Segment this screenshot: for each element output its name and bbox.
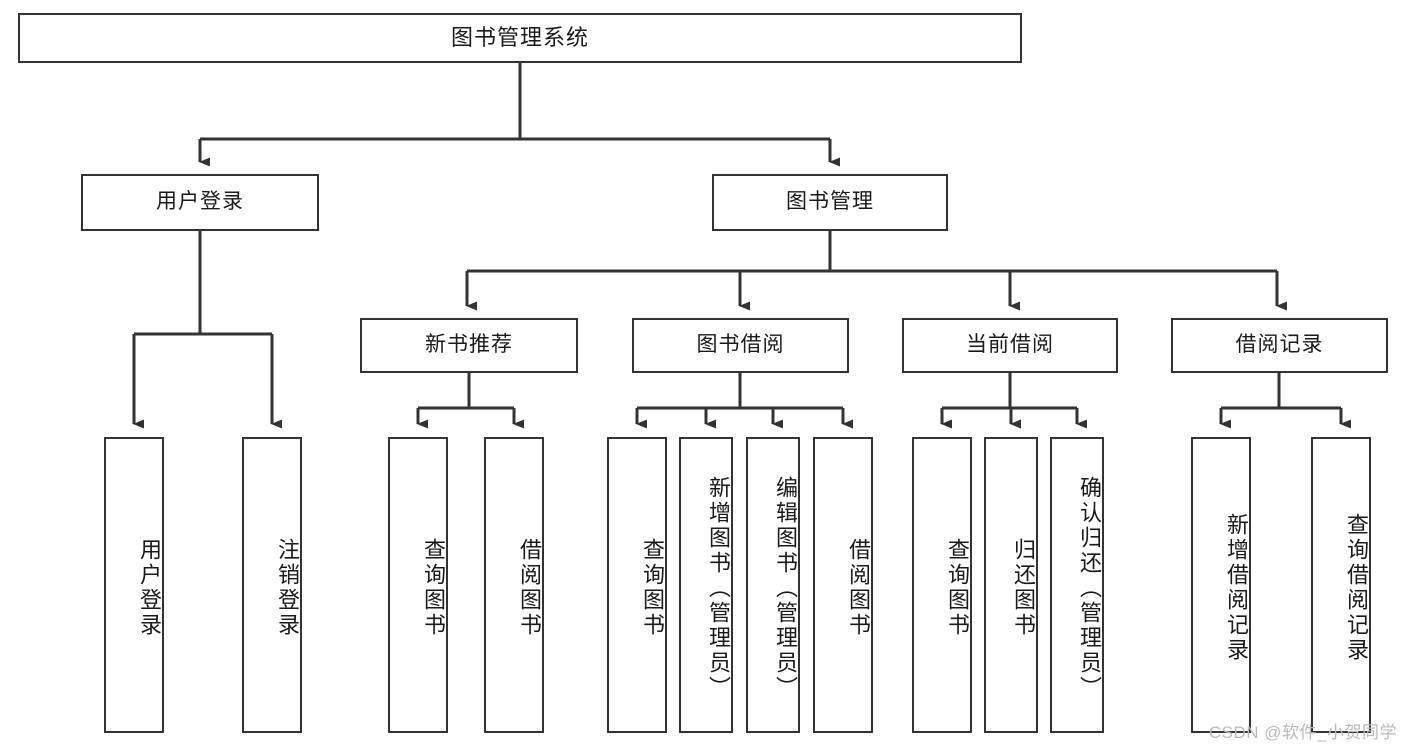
leaf-recommend-borrow-book[interactable]: 借阅图书 bbox=[484, 437, 544, 733]
node-borrow-record[interactable]: 借阅记录 bbox=[1171, 318, 1388, 373]
node-book-borrow[interactable]: 图书借阅 bbox=[632, 318, 849, 373]
node-root-system[interactable]: 图书管理系统 bbox=[18, 13, 1022, 63]
leaf-edit-book-admin[interactable]: 编辑图书（管理员） bbox=[746, 437, 800, 733]
node-book-manage[interactable]: 图书管理 bbox=[712, 174, 948, 231]
node-current-borrow[interactable]: 当前借阅 bbox=[902, 318, 1118, 373]
leaf-add-book-admin[interactable]: 新增图书（管理员） bbox=[679, 437, 733, 733]
leaf-recommend-query-book[interactable]: 查询图书 bbox=[388, 437, 448, 733]
node-user-login[interactable]: 用户登录 bbox=[81, 174, 319, 231]
leaf-add-borrow-record[interactable]: 新增借阅记录 bbox=[1191, 437, 1251, 733]
csdn-watermark: CSDN @软件_小贺同学 bbox=[1208, 723, 1397, 742]
leaf-user-login[interactable]: 用户登录 bbox=[104, 437, 164, 733]
leaf-return-book[interactable]: 归还图书 bbox=[984, 437, 1038, 733]
leaf-user-logout[interactable]: 注销登录 bbox=[242, 437, 302, 733]
leaf-current-query-book[interactable]: 查询图书 bbox=[912, 437, 972, 733]
leaf-borrow-book[interactable]: 借阅图书 bbox=[813, 437, 873, 733]
leaf-query-borrow-record[interactable]: 查询借阅记录 bbox=[1311, 437, 1371, 733]
leaf-confirm-return-admin[interactable]: 确认归还（管理员） bbox=[1050, 437, 1104, 733]
node-new-book-recommend[interactable]: 新书推荐 bbox=[360, 318, 578, 373]
leaf-borrow-query-book[interactable]: 查询图书 bbox=[607, 437, 667, 733]
